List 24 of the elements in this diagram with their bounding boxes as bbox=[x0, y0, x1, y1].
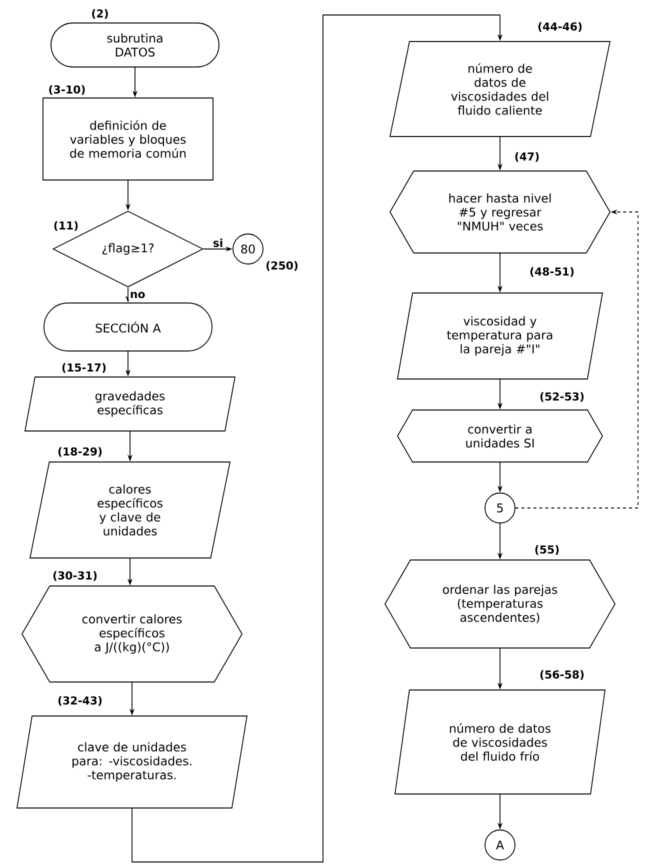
step-number: (11) bbox=[54, 221, 78, 231]
step-number: (2) bbox=[92, 9, 108, 19]
preparation-hexagon: convertir a unidades SI bbox=[396, 410, 604, 462]
terminal-box: subrutina DATOS bbox=[50, 22, 220, 68]
step-number: (15-17) bbox=[62, 363, 106, 373]
arrow bbox=[132, 14, 503, 862]
terminal-box: SECCIÓN A bbox=[44, 302, 212, 352]
step-number: (44-46) bbox=[538, 22, 582, 32]
step-number: (250) bbox=[266, 261, 298, 271]
preparation-hexagon: hacer hasta nivel #5 y regresar "NMUH" veces bbox=[389, 170, 611, 254]
edge-label: si bbox=[211, 237, 225, 249]
step-number: (52-53) bbox=[540, 392, 584, 402]
step-number: (56-58) bbox=[540, 670, 584, 680]
step-number: (3-10) bbox=[49, 85, 85, 95]
step-number: (32-43) bbox=[58, 696, 102, 706]
step-number: (55) bbox=[535, 545, 559, 555]
preparation-hexagon: convertir calores específicos a J/((kg)(°C)) bbox=[21, 586, 243, 682]
edge-label: no bbox=[128, 290, 147, 300]
step-number: (18-29) bbox=[58, 447, 102, 457]
step-number: (48-51) bbox=[530, 267, 574, 277]
preparation-hexagon: ordenar las parejas (temperaturas ascendentes) bbox=[384, 560, 616, 648]
step-number: (30-31) bbox=[53, 571, 97, 581]
process-box: definición de variables y bloques de memoria común bbox=[42, 98, 214, 180]
step-number: (47) bbox=[515, 152, 539, 162]
